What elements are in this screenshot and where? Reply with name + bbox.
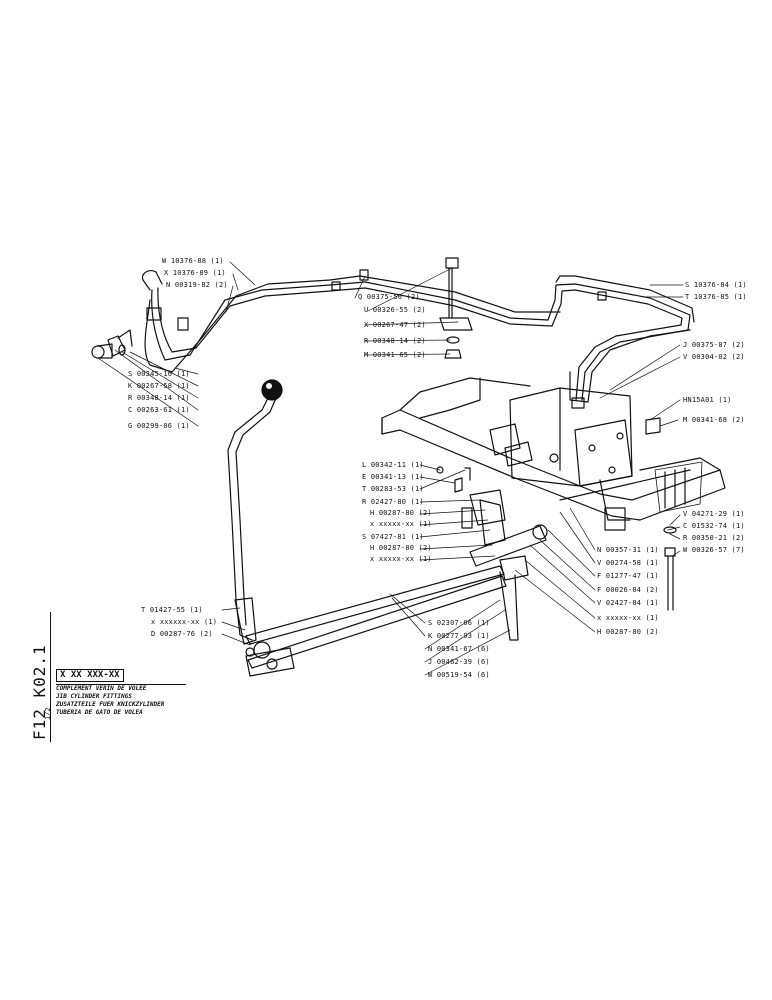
part-label: K 00267-58 (1)	[128, 382, 190, 390]
part-label: E 00341-13 (1)	[362, 473, 424, 481]
part-label: U 00326-55 (2)	[364, 306, 426, 314]
part-label: J 00462-39 (6)	[428, 658, 490, 666]
part-label: x xxxxx-xx (1)	[370, 555, 432, 563]
part-label: F 00026-04 (2)	[597, 586, 659, 594]
part-label: V 04271-29 (1)	[683, 510, 745, 518]
hydraulic-pipes	[141, 269, 695, 403]
part-label: W 10376-88 (1)	[162, 257, 224, 265]
part-label: S 02307-06 (1)	[428, 619, 490, 627]
bolt-assembly-top	[439, 257, 473, 359]
valve-block	[489, 387, 633, 487]
right-hardware	[645, 417, 677, 611]
part-label: C 00263-61 (1)	[128, 406, 190, 414]
title-line-de: ZUSATZTEILE FUER KNICKZYLINDER	[56, 701, 165, 708]
leader-lines	[97, 261, 684, 676]
part-label: S 07427-81 (1)	[362, 533, 424, 541]
title-line-fr: COMPLEMENT VERIN DE VOLEE	[56, 685, 147, 692]
part-label: N 00357-31 (1)	[597, 546, 659, 554]
part-label: F 01277-47 (1)	[597, 572, 659, 580]
linkage-rods	[245, 524, 548, 677]
part-label: H 00287-80 (2)	[370, 509, 432, 517]
part-label: V 02427-84 (1)	[597, 599, 659, 607]
reference-frame-line	[50, 612, 51, 742]
part-label: T 00283-53 (1)	[362, 485, 424, 493]
part-label: G 00299-06 (1)	[128, 422, 190, 430]
drawing-reference-code: F12 K02.1	[30, 644, 49, 740]
part-label: x xxxxxx-xx (1)	[151, 618, 218, 626]
part-label: W 00519-54 (6)	[428, 671, 490, 679]
part-label: S 00345-16 (1)	[128, 370, 190, 378]
part-label: T 01427-55 (1)	[141, 606, 203, 614]
part-label: N 00341-67 (6)	[428, 645, 490, 653]
left-clamp-parts	[91, 329, 133, 359]
base-frame	[381, 377, 726, 531]
title-line-es: TUBERIA DE GATO DE VOLEA	[56, 709, 143, 716]
part-label: T 10376-85 (1)	[685, 293, 747, 301]
part-label: x xxxxx-xx (1)	[597, 614, 659, 622]
part-label: N 00319-82 (2)	[166, 281, 228, 289]
part-label: X 10376-89 (1)	[164, 269, 226, 277]
part-label: x xxxxx-xx (1)	[370, 520, 432, 528]
part-label: M 00341-68 (2)	[683, 416, 745, 424]
part-label: C 01532-74 (1)	[683, 522, 745, 530]
part-label: V 00304-02 (2)	[683, 353, 745, 361]
part-label: X 00267-47 (2)	[364, 321, 426, 329]
part-label: J 00375-87 (2)	[683, 341, 745, 349]
part-label: V 00274-58 (1)	[597, 559, 659, 567]
part-label: M 00341-65 (2)	[364, 351, 426, 359]
part-label: D 00287-76 (2)	[151, 630, 213, 638]
part-label: S 10376-84 (1)	[685, 281, 747, 289]
part-label: L 00342-11 (1)	[362, 461, 424, 469]
serial-number-box: X XX XXX-XX	[56, 669, 124, 682]
part-label: Q 00375-50 (2)	[358, 293, 420, 301]
part-label: R 00348-14 (2)	[364, 337, 426, 345]
part-label: R 00350-21 (2)	[683, 534, 745, 542]
part-label: HN15A01 (1)	[683, 396, 732, 404]
title-block: COMPLEMENT VERIN DE VOLEE JIB CYLINDER F…	[56, 684, 186, 717]
part-label: R 02427-80 (1)	[362, 498, 424, 506]
part-label: R 00348-14 (1)	[128, 394, 190, 402]
control-lever	[227, 379, 283, 645]
title-line-en: JIB CYLINDER FITTINGS	[56, 693, 132, 700]
part-label: K 00277-93 (1)	[428, 632, 490, 640]
part-label: H 00287-80 (2)	[370, 544, 432, 552]
part-label: H 00287-80 (2)	[597, 628, 659, 636]
part-label: W 00326-57 (7)	[683, 546, 745, 554]
centre-small-parts	[436, 466, 506, 546]
